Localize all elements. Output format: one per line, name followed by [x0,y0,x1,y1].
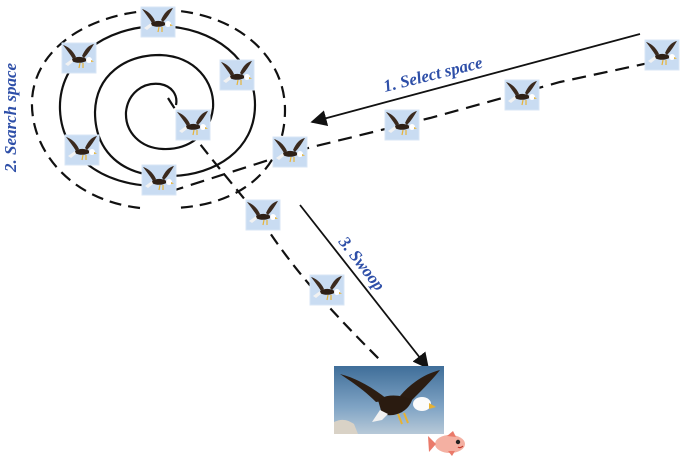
flying-eagle-icon [141,164,177,196]
select-space-arrow [310,33,641,127]
flying-eagle-icon [140,6,176,38]
flying-eagle-icon [219,59,255,91]
flying-eagle-icon [272,136,308,168]
flying-eagle-icon [245,199,281,231]
swoop-dashed-path [167,97,381,361]
flying-eagle-icon [309,274,345,306]
flying-eagle-icon [61,42,97,74]
swoop-arrow [299,204,430,370]
step-label-search: 2. Search space [1,62,20,173]
fish-icon [428,431,465,456]
flying-eagle-icon [384,109,420,141]
approach-dashed-path [174,56,673,192]
flying-eagle-icon [644,39,680,71]
eagle-photo [334,366,444,434]
flying-eagle-icon [504,79,540,111]
flying-eagle-icon [64,134,100,166]
flying-eagle-icon [175,109,211,141]
